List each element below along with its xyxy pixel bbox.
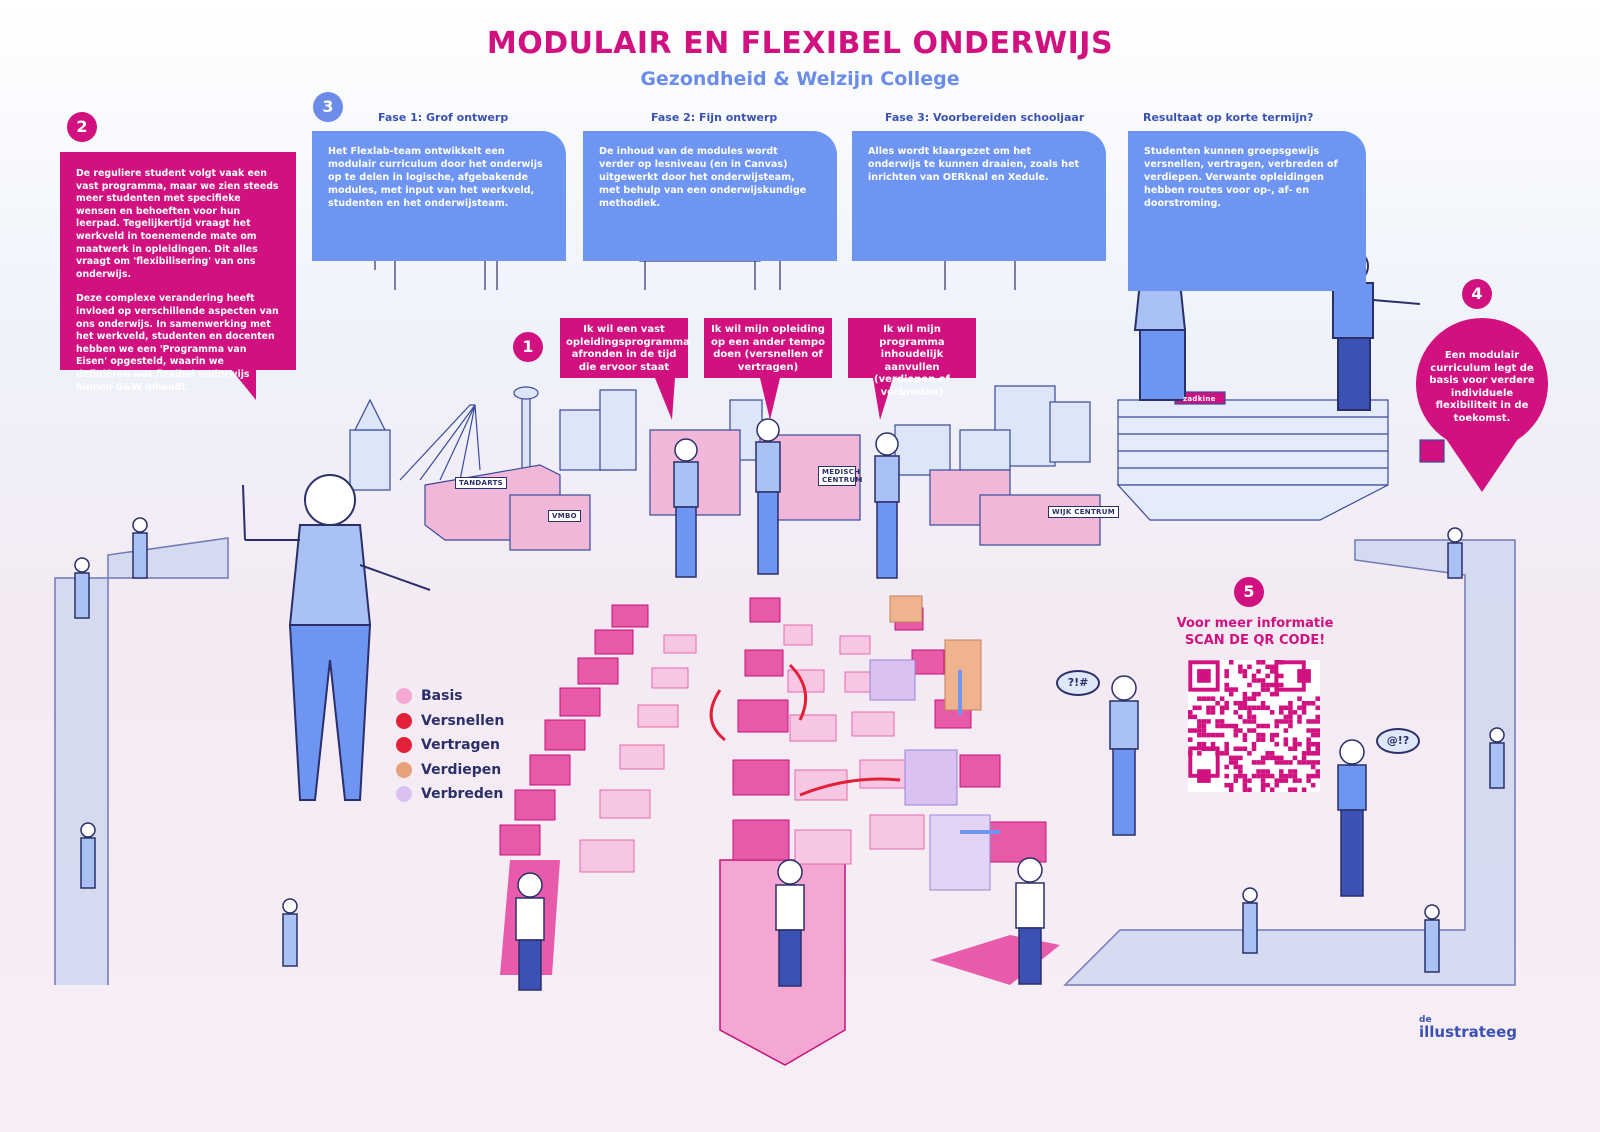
marker-two: 2 [67,112,97,142]
marker-four: 4 [1462,279,1492,309]
sign-zadkine: zadkine [1183,395,1216,403]
learning-paths [499,595,1060,1066]
phase-result-box: Studenten kunnen groepsgewijs versnellen… [1128,131,1366,291]
phase-2-box: De inhoud van de modules wordt verder op… [583,131,837,261]
qr-caption: Voor meer informatie SCAN DE QR CODE! [1160,615,1350,649]
page-subtitle: Gezondheid & Welzijn College [640,68,960,90]
legend-swatch [396,712,412,729]
qr-code[interactable] [1188,660,1320,792]
small-figures [74,418,1505,991]
brand-logo: de illustrateeg [1419,1016,1517,1040]
phase-1-box: Het Flexlab-team ontwikkelt een modulair… [312,131,566,261]
legend-label: Verdiepen [421,761,502,778]
phase-2-title: Fase 2: Fijn ontwerp [651,111,778,124]
wish-extend-program: Ik wil mijn programma inhoudelijk aanvul… [848,318,976,398]
speech-bubble-left: ?!# [1056,670,1100,696]
marker-one: 1 [513,332,543,362]
zadkine-building [1116,391,1445,521]
phase-result-title: Resultaat op korte termijn? [1143,111,1314,124]
legend-swatch [396,688,412,705]
sign-vmbo: VMBO [548,510,581,522]
left-path-frame [54,537,229,985]
wish-fixed-program: Ik wil een vast opleidingsprogramma afro… [560,318,690,378]
legend-item-verdiepen: Verdiepen [396,758,504,783]
speech-bubble-right: @!? [1376,728,1420,754]
brand-logo-top: de [1419,1015,1432,1025]
marker-three: 3 [313,92,343,122]
sign-medisch-centrum: MEDISCH CENTRUM [818,466,862,486]
legend-swatch [396,786,412,803]
page-title: MODULAIR EN FLEXIBEL ONDERWIJS [486,26,1114,61]
qr-caption-line-1: Voor meer informatie [1176,616,1334,631]
sign-wijk-centrum: WIJK CENTRUM [1048,506,1119,518]
legend-label: Basis [421,688,463,705]
qr-caption-line-2: SCAN DE QR CODE! [1184,633,1326,648]
sign-tandarts: TANDARTS [455,477,508,489]
future-drop [1416,318,1548,450]
intro-paragraph-2: Deze complexe verandering heeft invloed … [76,293,279,393]
legend-item-versnellen: Versnellen [396,709,504,734]
phase-3-box: Alles wordt klaargezet om het onderwijs … [852,131,1106,261]
phase-2-text: De inhoud van de modules wordt verder op… [599,146,807,209]
brand-logo-name: illustrateeg [1419,1023,1517,1041]
legend: Basis Versnellen Vertragen Verdiepen Ver… [396,684,504,807]
phase-3-text: Alles wordt klaargezet om het onderwijs … [868,146,1080,183]
phase-3-title: Fase 3: Voorbereiden schooljaar [885,111,1085,124]
right-path-frame [1063,539,1516,986]
phase-1-text: Het Flexlab-team ontwikkelt een modulair… [328,146,543,209]
legend-item-basis: Basis [396,684,504,709]
legend-label: Vertragen [421,737,500,754]
legend-swatch [396,737,412,754]
future-text: Een modulair curriculum legt de basis vo… [1429,350,1535,424]
legend-item-verbreden: Verbreden [396,782,504,807]
intro-box: De reguliere student volgt vaak een vast… [60,152,296,393]
marker-five: 5 [1234,577,1264,607]
intro-paragraph-1: De reguliere student volgt vaak een vast… [76,168,279,280]
legend-item-vertragen: Vertragen [396,733,504,758]
wish-other-tempo: Ik wil mijn opleiding op een ander tempo… [704,318,832,378]
legend-swatch [396,761,412,778]
legend-label: Versnellen [421,712,505,729]
phase-result-text: Studenten kunnen groepsgewijs versnellen… [1144,146,1338,209]
phase-1-title: Fase 1: Grof ontwerp [378,111,509,124]
legend-label: Verbreden [421,786,504,803]
